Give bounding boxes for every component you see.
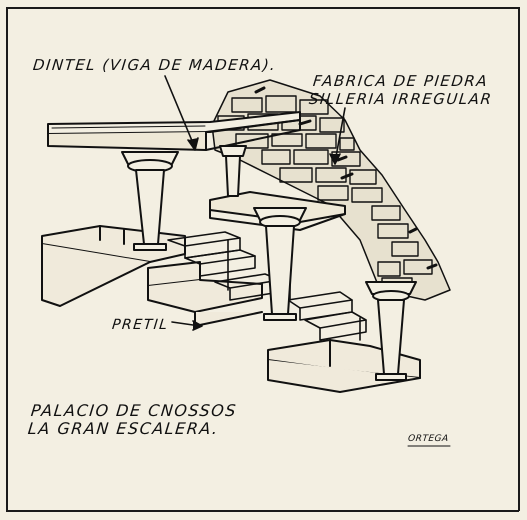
caption-title-line1: PALACIO DE CNOSSOS <box>30 401 238 420</box>
frame-top-border <box>6 7 519 9</box>
column-3 <box>253 207 307 321</box>
lintel-label: DINTEL (VIGA DE MADERA). <box>32 56 278 74</box>
frame-bottom-border <box>6 510 519 512</box>
stone-wall <box>211 79 451 301</box>
lintel-beam <box>47 111 301 151</box>
column-4 <box>365 281 417 381</box>
caption-title-line2: LA GRAN ESCALERA. <box>27 419 220 438</box>
masonry-label-line1: FABRICA DE PIEDRA <box>312 72 490 90</box>
artist-signature: ORTEGA <box>407 434 450 444</box>
column-1 <box>121 151 179 251</box>
parapet-label: PRETIL <box>111 317 170 333</box>
masonry-label-line2: SILLERIA IRREGULAR <box>308 90 494 108</box>
leader-arrows <box>164 75 346 331</box>
column-2 <box>219 145 247 197</box>
frame-right-border <box>518 7 520 511</box>
frame-left-border <box>6 7 8 511</box>
